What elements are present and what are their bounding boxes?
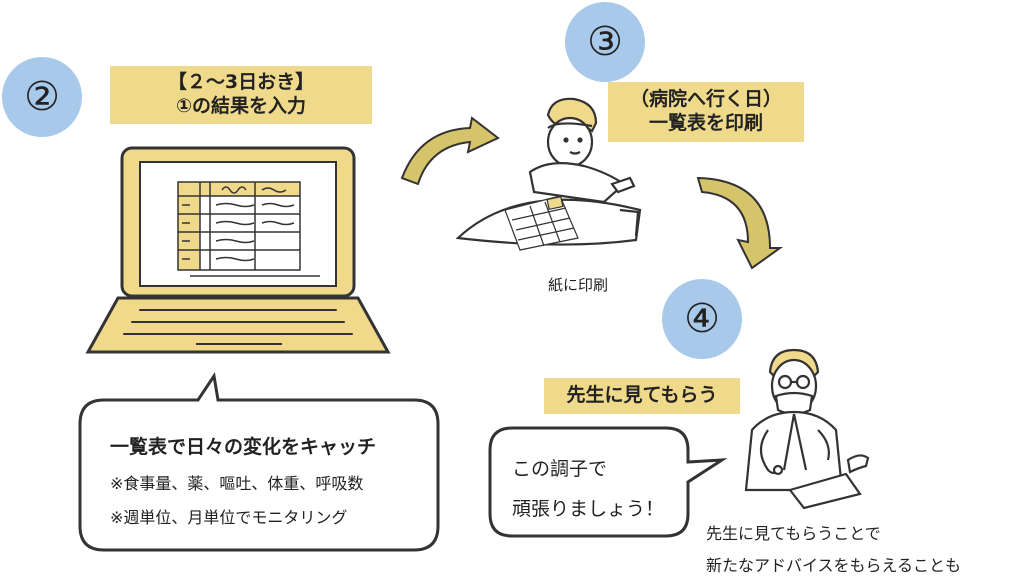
step-3-banner: （病院へ行く日） 一覧表を印刷 bbox=[608, 82, 804, 142]
doctor-speech-bubble bbox=[488, 426, 728, 538]
laptop-bubble-note1: ※食事量、薬、嘔吐、体重、呼吸数 bbox=[110, 474, 364, 493]
step-4-banner-text: 先生に見てもらう bbox=[566, 384, 718, 407]
laptop-bubble-note2: ※週単位、月単位でモニタリング bbox=[110, 508, 348, 527]
doctor-illustration bbox=[744, 348, 870, 510]
step-4-caption-line1: 先生に見てもらうことで bbox=[706, 524, 881, 543]
laptop-bubble-heading: 一覧表で日々の変化をキャッチ bbox=[110, 436, 377, 458]
step-2-banner: 【２～3日おき】 ①の結果を入力 bbox=[110, 66, 372, 124]
doctor-bubble-line1: この調子で bbox=[512, 458, 608, 480]
step-2-number: ② bbox=[2, 57, 82, 137]
printing-person-illustration bbox=[455, 97, 642, 251]
step-4-banner: 先生に見てもらう bbox=[544, 378, 740, 414]
step-3-banner-line1: （病院へ行く日） bbox=[629, 88, 782, 111]
step-3-caption: 紙に印刷 bbox=[548, 276, 609, 294]
step-4-number: ④ bbox=[662, 279, 742, 359]
laptop-speech-bubble bbox=[78, 372, 440, 552]
step-3-number: ③ bbox=[565, 2, 645, 82]
step-2-banner-line2: ①の結果を入力 bbox=[175, 95, 307, 117]
arrow-2-icon bbox=[696, 176, 784, 270]
step-3-banner-line2: 一覧表を印刷 bbox=[648, 112, 763, 134]
arrow-1-icon bbox=[400, 116, 500, 186]
laptop-illustration bbox=[85, 146, 391, 354]
doctor-bubble-line2: 頑張りましょう！ bbox=[512, 498, 665, 520]
step-2-banner-line1: 【２～3日おき】 bbox=[167, 71, 315, 94]
step-4-caption-line2: 新たなアドバイスをもらえることも bbox=[706, 556, 962, 575]
